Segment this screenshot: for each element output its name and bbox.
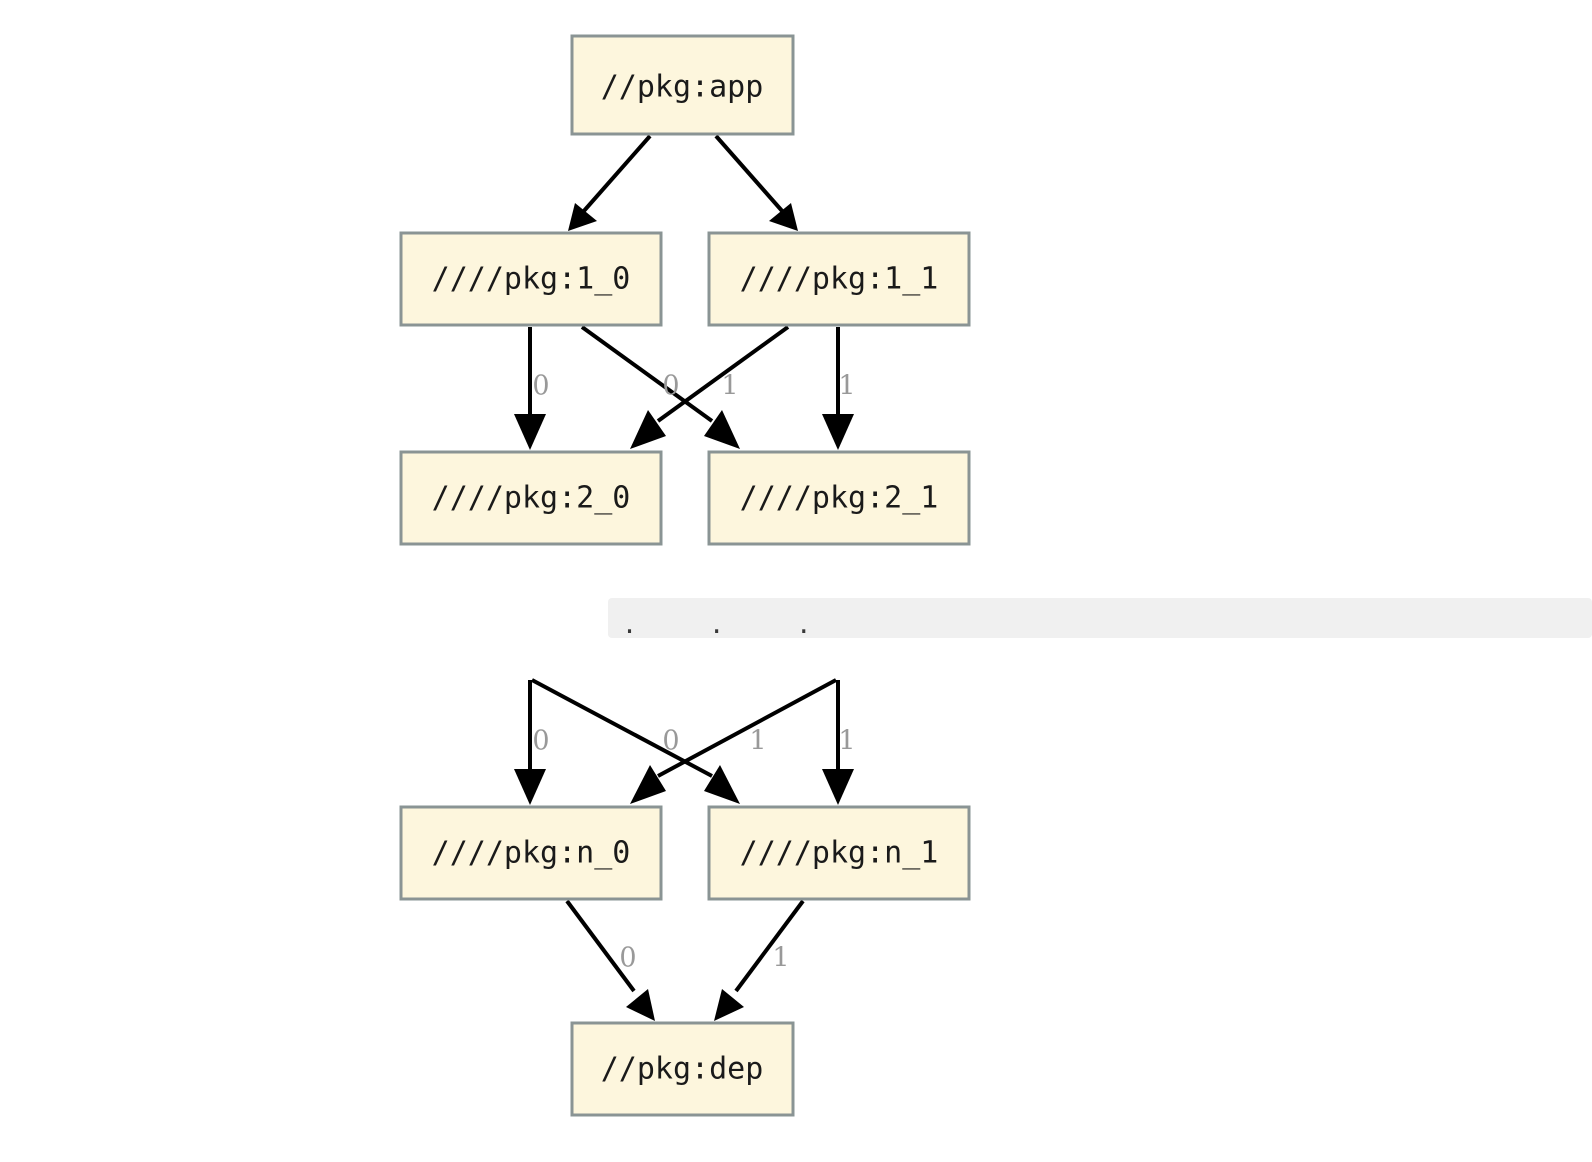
edge-label: 0 (532, 726, 549, 757)
edge-stub-to-n_1-straight: 1 (822, 680, 856, 805)
node-pkg-1_0[interactable]: ////pkg:1_0 (399, 231, 663, 327)
edge-label: 1 (838, 371, 855, 402)
edge-label: 0 (532, 371, 549, 402)
edge-label: 1 (772, 943, 789, 974)
edge-label: 0 (662, 726, 679, 757)
node-label: ////pkg:n_1 (740, 836, 939, 871)
edge-stub-to-n_0: 0 (514, 680, 550, 805)
edge-label: 1 (749, 726, 766, 757)
node-label: ////pkg:1_0 (432, 262, 631, 297)
edge-app-to-1_1 (714, 134, 798, 231)
node-label: //pkg:dep (601, 1052, 764, 1087)
node-label: ////pkg:1_1 (740, 262, 939, 297)
node-pkg-1_1[interactable]: ////pkg:1_1 (707, 231, 971, 327)
edge-stub-to-n_0-cross: 1 (630, 678, 837, 804)
node-pkg-n_1[interactable]: ////pkg:n_1 (707, 805, 971, 901)
edge-stub-to-n_1: 0 (531, 678, 740, 804)
ellipsis-separator-band: . . . (608, 598, 1592, 638)
edge-1_1-to-2_0: 1 (630, 325, 790, 449)
edge-1_1-to-2_1: 1 (822, 327, 856, 450)
node-label: ////pkg:2_1 (740, 481, 939, 516)
node-pkg-2_0[interactable]: ////pkg:2_0 (399, 450, 663, 546)
edge-label: 1 (838, 726, 855, 757)
edge-1_0-to-2_1: 0 (580, 325, 740, 449)
node-label: ////pkg:n_0 (432, 836, 631, 871)
node-pkg-n_0[interactable]: ////pkg:n_0 (399, 805, 663, 901)
ellipsis-dots: . . . (622, 610, 826, 639)
edge-group: 0 0 1 1 (514, 134, 856, 1021)
edge-label: 0 (662, 371, 679, 402)
edge-1_0-to-2_0: 0 (514, 327, 550, 450)
edge-label: 0 (619, 943, 636, 974)
edge-n_1-to-dep: 1 (714, 899, 805, 1021)
edge-n_0-to-dep: 0 (565, 899, 655, 1021)
edge-label: 1 (721, 371, 738, 402)
node-label: //pkg:app (601, 70, 764, 105)
node-pkg-app[interactable]: //pkg:app (570, 34, 795, 136)
node-label: ////pkg:2_0 (432, 481, 631, 516)
node-group: //pkg:app ////pkg:1_0 ////pkg:1_1 ////pk… (399, 34, 971, 1117)
edge-app-to-1_0 (568, 134, 652, 231)
node-pkg-2_1[interactable]: ////pkg:2_1 (707, 450, 971, 546)
node-pkg-dep[interactable]: //pkg:dep (570, 1021, 795, 1117)
